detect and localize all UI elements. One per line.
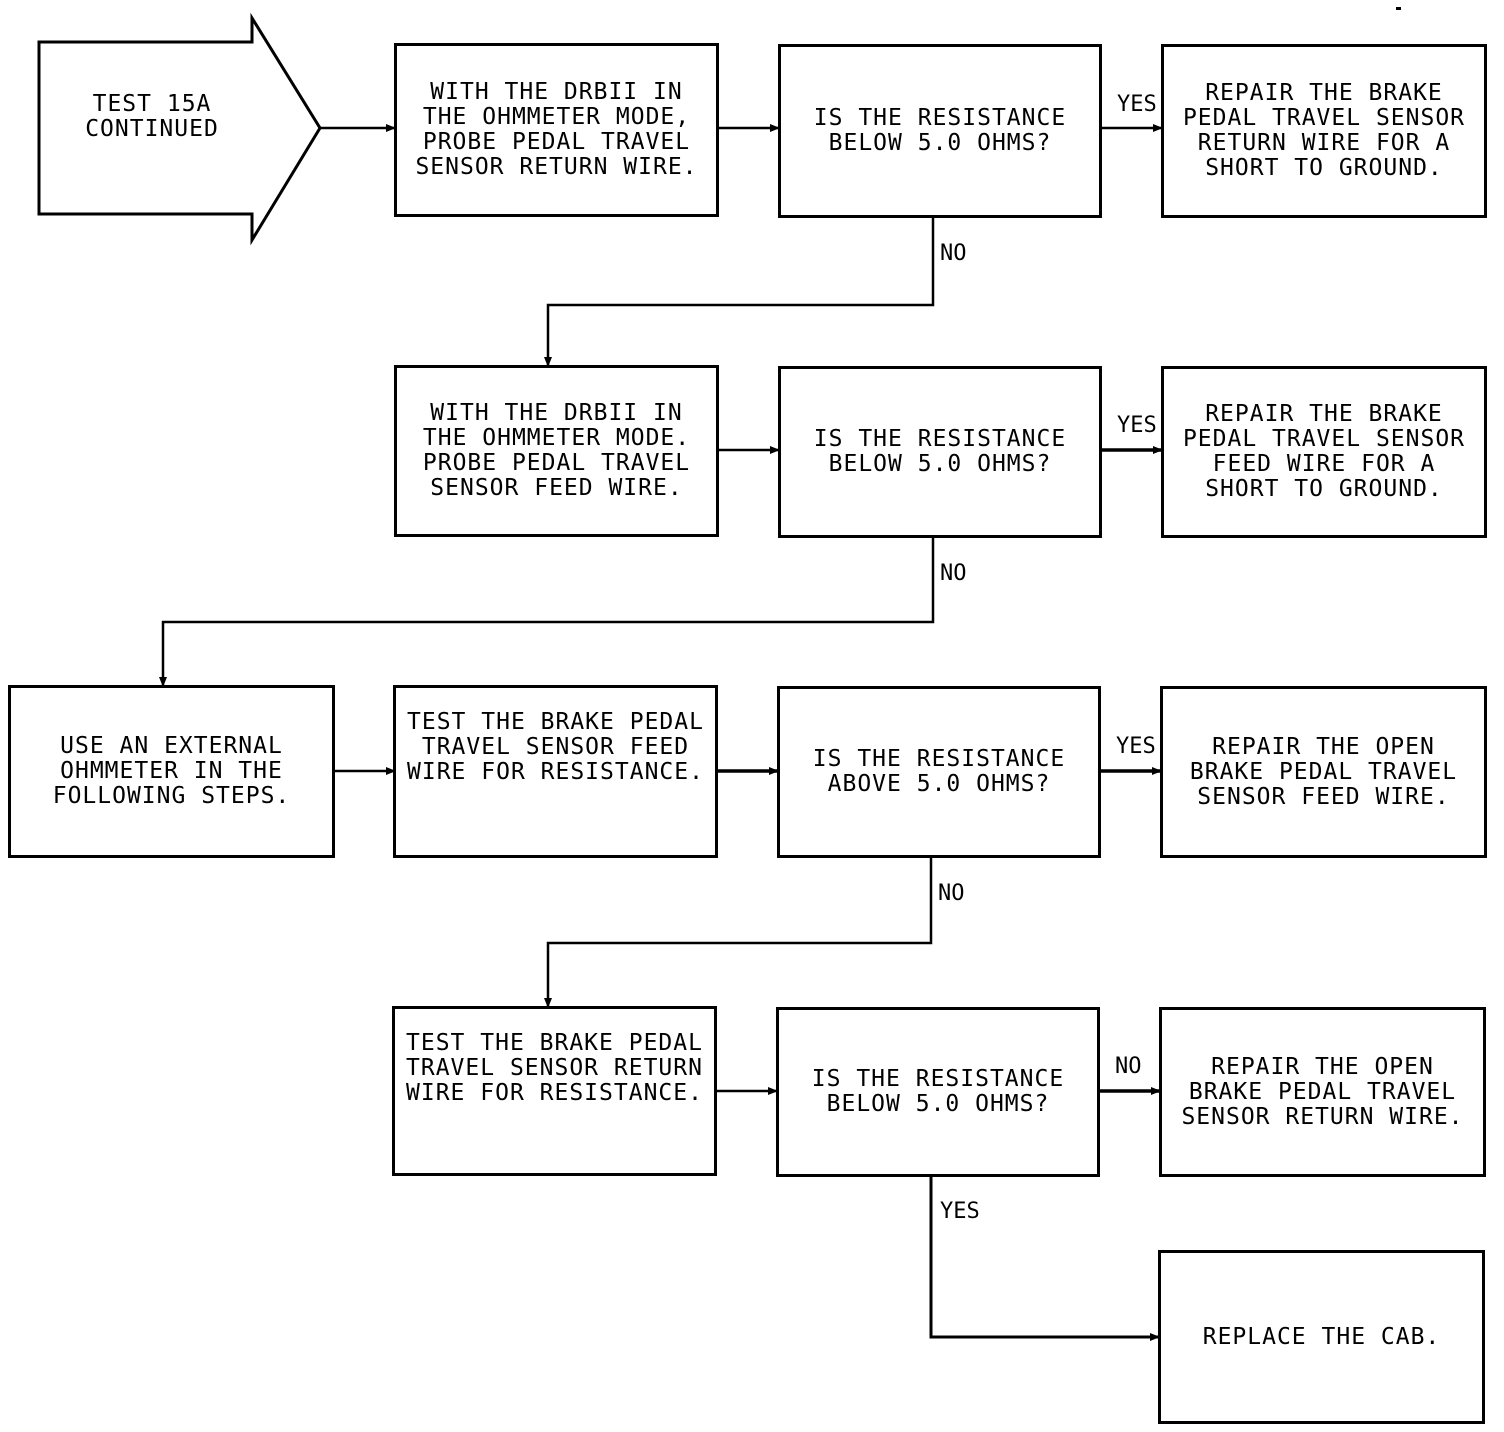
decision-resistance-1: IS THE RESISTANCE BELOW 5.0 OHMS? <box>778 44 1102 218</box>
step-text: WITH THE DRBII IN THE OHMMETER MODE, PRO… <box>415 79 698 180</box>
result-text: REPAIR THE BRAKE PEDAL TRAVEL SENSOR RET… <box>1182 80 1466 181</box>
connector-q3-s5 <box>544 857 933 1008</box>
decision-resistance-2: IS THE RESISTANCE BELOW 5.0 OHMS? <box>778 366 1102 538</box>
start-arrow-shape <box>37 12 322 246</box>
step-probe-feed-wire: WITH THE DRBII IN THE OHMMETER MODE. PRO… <box>394 365 719 537</box>
connector-q4-r5 <box>929 1176 1160 1341</box>
step-text: WITH THE DRBII IN THE OHMMETER MODE. PRO… <box>422 400 691 501</box>
branch-label-yes: YES <box>940 1199 980 1224</box>
result-repair-return-short: REPAIR THE BRAKE PEDAL TRAVEL SENSOR RET… <box>1161 44 1487 218</box>
step-probe-return-wire: WITH THE DRBII IN THE OHMMETER MODE, PRO… <box>394 43 719 217</box>
result-text: REPAIR THE BRAKE PEDAL TRAVEL SENSOR FEE… <box>1182 401 1466 502</box>
result-text: REPAIR THE OPEN BRAKE PEDAL TRAVEL SENSO… <box>1189 733 1458 810</box>
branch-label-yes: YES <box>1117 413 1157 438</box>
branch-label-no: NO <box>1115 1054 1142 1079</box>
decision-text: IS THE RESISTANCE BELOW 5.0 OHMS? <box>813 105 1067 156</box>
decision-resistance-4: IS THE RESISTANCE BELOW 5.0 OHMS? <box>776 1007 1100 1177</box>
branch-label-no: NO <box>940 241 967 266</box>
decision-resistance-3: IS THE RESISTANCE ABOVE 5.0 OHMS? <box>777 686 1101 858</box>
decision-text: IS THE RESISTANCE BELOW 5.0 OHMS? <box>811 1066 1065 1117</box>
result-text: REPAIR THE OPEN BRAKE PEDAL TRAVEL SENSO… <box>1181 1053 1464 1130</box>
result-repair-open-return: REPAIR THE OPEN BRAKE PEDAL TRAVEL SENSO… <box>1159 1007 1486 1177</box>
result-repair-feed-short: REPAIR THE BRAKE PEDAL TRAVEL SENSOR FEE… <box>1161 366 1487 538</box>
branch-label-yes: YES <box>1117 92 1157 117</box>
decision-text: IS THE RESISTANCE BELOW 5.0 OHMS? <box>813 426 1067 477</box>
step-text: USE AN EXTERNAL OHMMETER IN THE FOLLOWIN… <box>52 733 291 809</box>
corner-mark <box>1396 7 1401 10</box>
decision-text: IS THE RESISTANCE ABOVE 5.0 OHMS? <box>812 746 1066 797</box>
step-test-feed-wire: TEST THE BRAKE PEDAL TRAVEL SENSOR FEED … <box>393 685 718 858</box>
step-test-return-wire: TEST THE BRAKE PEDAL TRAVEL SENSOR RETUR… <box>392 1006 717 1176</box>
result-replace-cab: REPLACE THE CAB. <box>1158 1250 1485 1424</box>
connector-q1-s2 <box>544 216 935 367</box>
result-repair-open-feed: REPAIR THE OPEN BRAKE PEDAL TRAVEL SENSO… <box>1160 686 1487 858</box>
step-text: TEST THE BRAKE PEDAL TRAVEL SENSOR FEED … <box>407 709 704 785</box>
result-text: REPLACE THE CAB. <box>1202 1323 1441 1350</box>
branch-label-yes: YES <box>1116 734 1156 759</box>
branch-label-no: NO <box>938 881 965 906</box>
step-external-ohmmeter: USE AN EXTERNAL OHMMETER IN THE FOLLOWIN… <box>8 685 335 858</box>
connector-q2-s3 <box>159 537 935 687</box>
branch-label-no: NO <box>940 561 967 586</box>
step-text: TEST THE BRAKE PEDAL TRAVEL SENSOR RETUR… <box>406 1030 703 1106</box>
start-label: TEST 15A CONTINUED <box>85 91 219 142</box>
